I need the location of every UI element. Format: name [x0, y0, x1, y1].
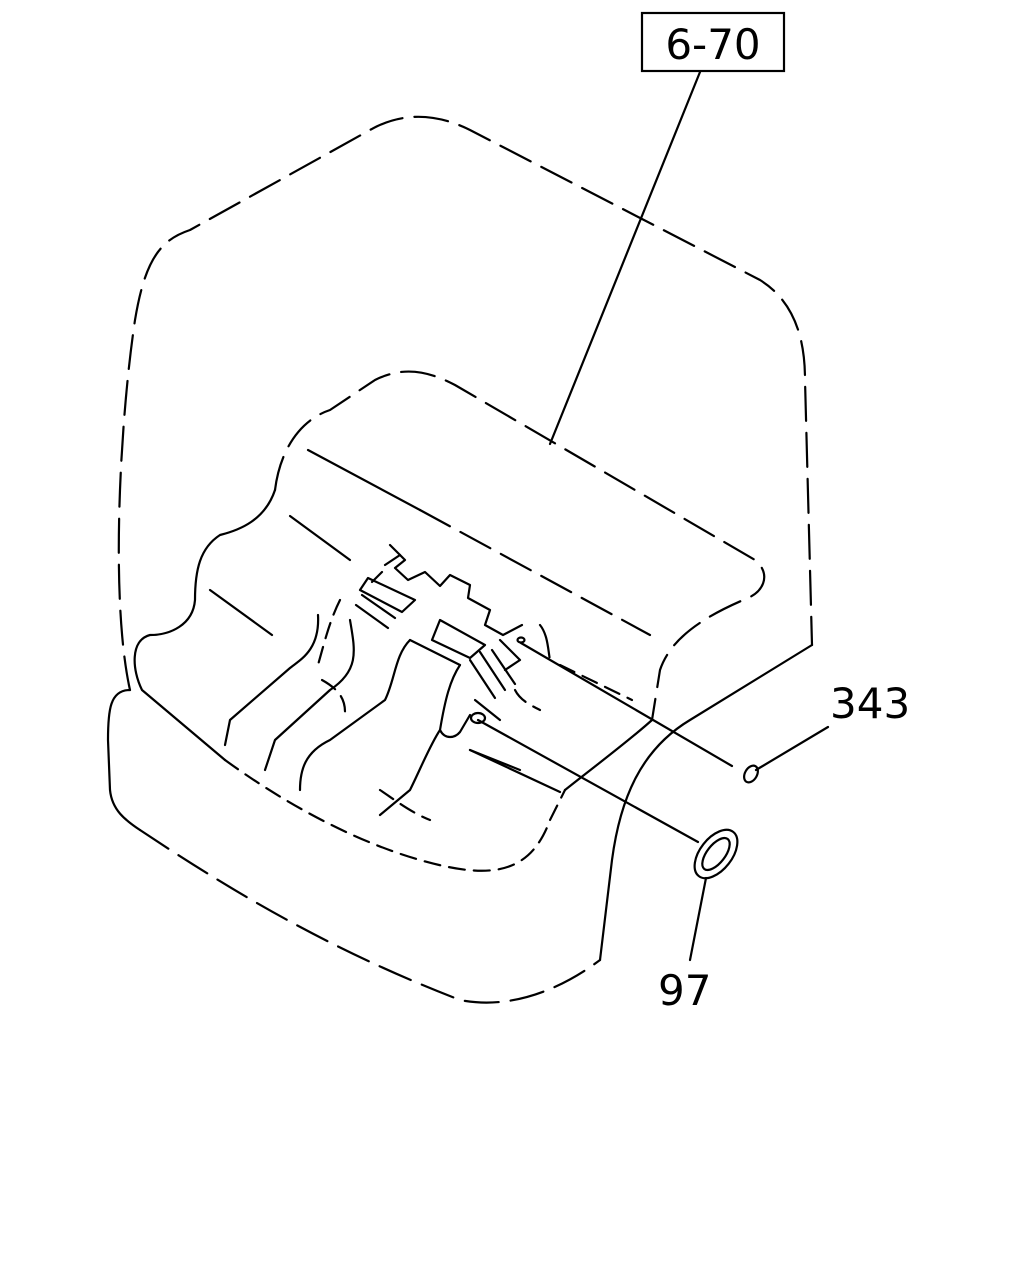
- leader-343-label: [754, 725, 830, 772]
- leader-343-part: [519, 641, 734, 768]
- reference-box[interactable]: 6-70: [640, 11, 786, 73]
- hole-343: [516, 636, 526, 644]
- reference-label: 6-70: [665, 20, 760, 69]
- callout-97[interactable]: 97: [658, 966, 711, 1015]
- o-ring-part: [743, 764, 759, 784]
- engine-cover-outline: [106, 115, 814, 1004]
- inner-panel: [133, 370, 766, 872]
- leader-6-70: [548, 70, 702, 446]
- grommet-part: [693, 828, 739, 880]
- hole-97: [469, 711, 487, 725]
- callout-343[interactable]: 343: [830, 679, 910, 728]
- leader-lines: [476, 70, 830, 962]
- bracket-assembly: [223, 543, 542, 822]
- leader-97-label: [688, 876, 708, 962]
- leader-97-part: [476, 718, 700, 844]
